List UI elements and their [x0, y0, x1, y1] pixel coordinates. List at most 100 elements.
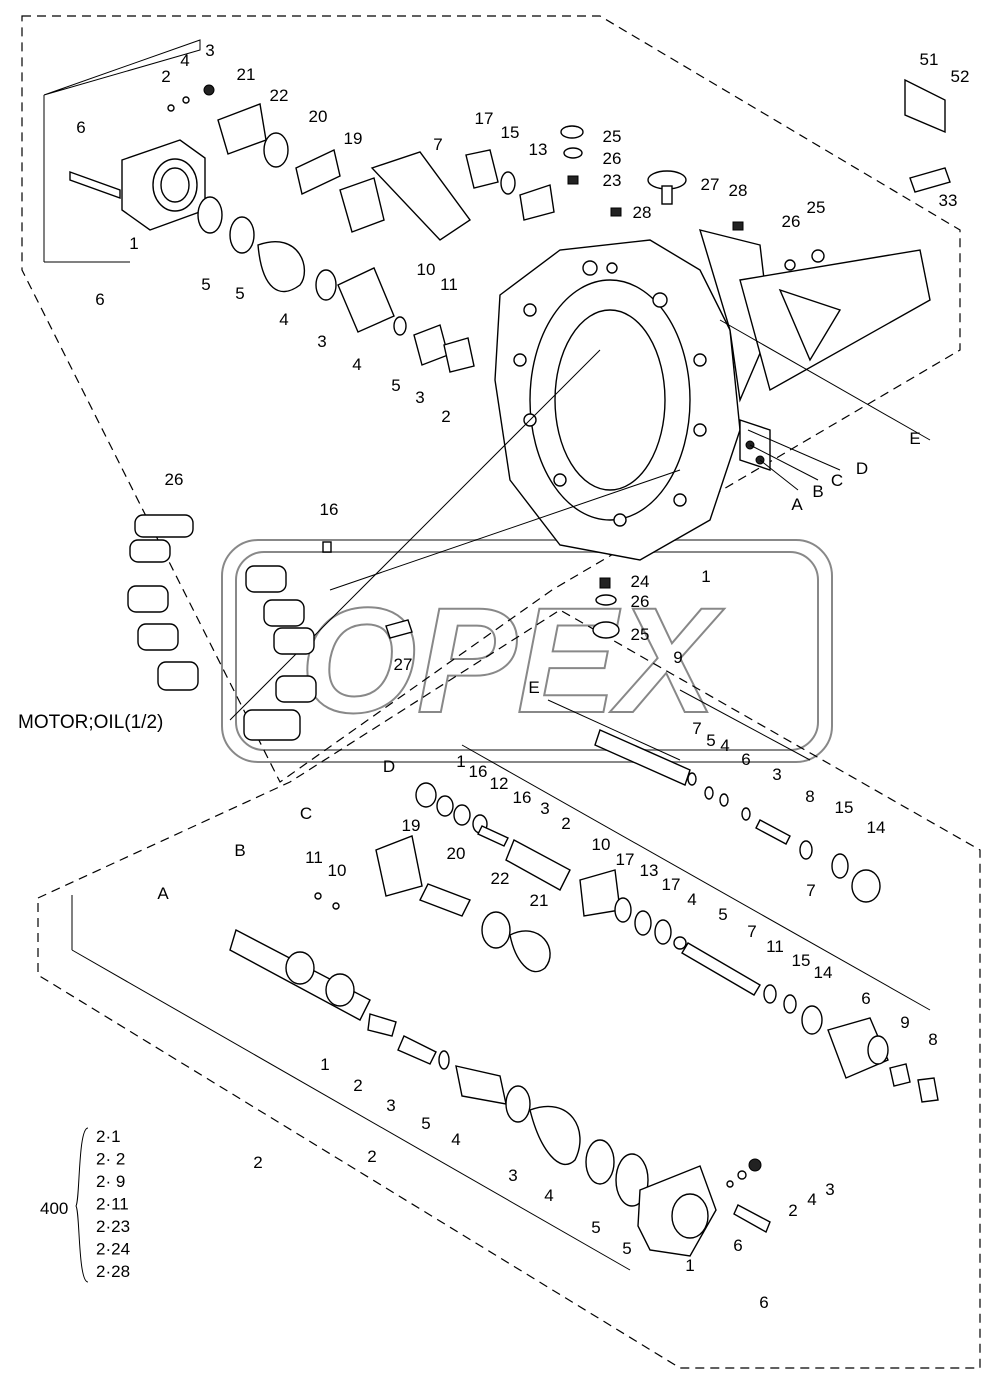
bom-item: 2· 2: [96, 1150, 125, 1169]
callout-label: 6: [861, 989, 870, 1008]
callout-label: 4: [352, 355, 361, 374]
callout-label: 15: [835, 798, 854, 817]
callout-label: 8: [805, 787, 814, 806]
upper-cover-assembly: [43, 39, 475, 373]
callout-label: 21: [530, 891, 549, 910]
callout-label: 10: [592, 835, 611, 854]
callout-label: 28: [633, 203, 652, 222]
callout-label: 6: [733, 1236, 742, 1255]
callout-label: 3: [772, 765, 781, 784]
callout-label: 1: [685, 1256, 694, 1275]
callout-label: 1: [129, 234, 138, 253]
callout-label: 4: [451, 1130, 460, 1149]
callout-label: A: [791, 495, 803, 514]
callout-label: 13: [529, 140, 548, 159]
callout-label: 2: [441, 407, 450, 426]
callout-label: 23: [603, 171, 622, 190]
callout-label: 7: [433, 135, 442, 154]
callout-label: 5: [706, 731, 715, 750]
callout-label: 2: [161, 67, 170, 86]
callout-label: 16: [320, 500, 339, 519]
callout-label: 2: [788, 1201, 797, 1220]
callout-label: 52: [951, 67, 970, 86]
callout-label: 25: [631, 625, 650, 644]
callout-label: 16: [469, 762, 488, 781]
callout-label: 3: [825, 1180, 834, 1199]
callout-label: 14: [814, 963, 833, 982]
callout-label: 22: [491, 869, 510, 888]
callout-label: 19: [344, 129, 363, 148]
bom-group-code: 400: [40, 1199, 68, 1218]
callout-label: B: [812, 482, 823, 501]
motor-housing: [229, 78, 951, 721]
callout-label: 26: [603, 149, 622, 168]
callout-label: 5: [622, 1239, 631, 1258]
callout-label: 17: [616, 850, 635, 869]
callout-label: 14: [867, 818, 886, 837]
callout-label: 11: [440, 275, 458, 294]
callout-label: 7: [692, 719, 701, 738]
callout-label: 5: [421, 1114, 430, 1133]
callout-label: 10: [417, 260, 436, 279]
bom-item: 2·1: [96, 1127, 121, 1146]
callout-label: 3: [415, 388, 424, 407]
callout-label: C: [300, 804, 312, 823]
bom-group: 400 2·12· 22· 92·112·232·242·28: [40, 1127, 130, 1283]
lower-spool-assembly: [314, 689, 939, 1103]
callout-label: 17: [662, 875, 681, 894]
callout-label: 5: [201, 275, 210, 294]
callout-label: 12: [490, 774, 509, 793]
callout-label: 27: [394, 655, 413, 674]
callout-label: 8: [928, 1030, 937, 1049]
callout-label: 9: [673, 648, 682, 667]
top-hardware: [465, 125, 744, 231]
callout-label: 20: [447, 844, 466, 863]
callout-label: 4: [720, 736, 729, 755]
callout-label: 33: [939, 191, 958, 210]
callout-label: 26: [165, 470, 184, 489]
callout-label: 5: [718, 905, 727, 924]
callout-label: 4: [687, 890, 696, 909]
callout-label: 15: [501, 123, 520, 142]
callout-label: 16: [513, 788, 532, 807]
callout-label: 11: [305, 848, 323, 867]
callout-label: 1: [320, 1055, 329, 1074]
callout-label: 6: [95, 290, 104, 309]
callout-label: D: [383, 757, 395, 776]
callout-label: E: [528, 678, 539, 697]
callout-label: 51: [920, 50, 939, 69]
bom-items: 2·12· 22· 92·112·232·242·28: [96, 1127, 130, 1281]
bom-item: 2·11: [96, 1195, 129, 1214]
callout-label: 7: [747, 922, 756, 941]
callout-label: 26: [782, 212, 801, 231]
callout-label: 1: [456, 752, 465, 771]
callout-label: 11: [766, 937, 784, 956]
callout-label: 5: [391, 376, 400, 395]
bom-item: 2·23: [96, 1217, 130, 1236]
callout-label: 28: [729, 181, 748, 200]
callout-label: 17: [475, 109, 494, 128]
callout-label: 2: [353, 1076, 362, 1095]
callout-label: 27: [701, 175, 720, 194]
callout-label: 6: [76, 118, 85, 137]
callout-label: 2: [367, 1147, 376, 1166]
bom-item: 2·28: [96, 1262, 130, 1281]
spring-parts: [127, 514, 620, 741]
callout-label: B: [234, 841, 245, 860]
callout-label: 3: [205, 41, 214, 60]
callout-label: D: [856, 459, 868, 478]
callout-label: 25: [807, 198, 826, 217]
callout-label: 20: [309, 107, 328, 126]
lower-cover-assembly: [71, 895, 771, 1271]
callout-label: 24: [631, 572, 650, 591]
callout-label: 9: [900, 1013, 909, 1032]
callout-label: 21: [237, 65, 256, 84]
callout-label: 19: [402, 816, 421, 835]
callout-label: 2: [253, 1153, 262, 1172]
callout-label: E: [909, 429, 920, 448]
callout-label: A: [157, 884, 169, 903]
callout-label: 10: [328, 861, 347, 880]
